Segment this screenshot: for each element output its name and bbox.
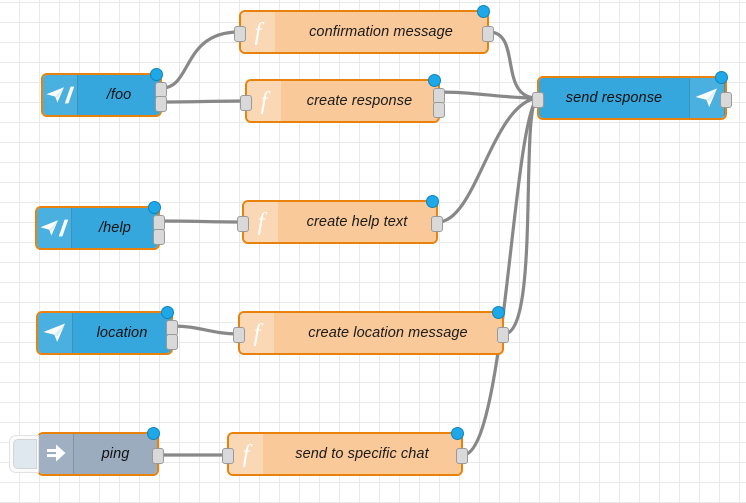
input-port[interactable] [240,95,252,111]
node-confirmation-message[interactable]: f confirmation message [234,5,494,54]
node-label: create response [306,93,413,109]
function-f-icon: f [244,202,278,242]
input-port[interactable] [532,92,544,108]
input-port[interactable] [222,448,234,464]
node-label: /help [99,220,131,236]
function-f-icon: f [240,313,274,353]
node-location-trigger[interactable]: location [36,306,178,355]
node-label: confirmation message [309,24,453,40]
status-dot [150,68,163,81]
node-label: send response [565,90,663,106]
telegram-command-icon [37,208,72,248]
output-port[interactable] [497,327,509,343]
telegram-plane-icon [38,313,73,353]
node-body: f send to specific chat [229,434,461,474]
node-create-help-text[interactable]: f create help text [237,195,443,244]
node-foo-command[interactable]: /foo [41,68,167,117]
wire-create-response-to-send[interactable] [438,90,539,100]
status-dot [426,195,439,208]
output-port[interactable] [153,229,165,246]
input-port[interactable] [234,26,246,42]
status-dot [148,201,161,214]
node-send-response[interactable]: send response [532,71,732,120]
status-dot [161,306,174,319]
node-body: location [38,313,171,353]
wire-confirmation-to-send-response[interactable] [487,30,539,100]
output-port[interactable] [720,92,732,108]
output-port[interactable] [482,26,494,42]
node-label: location [96,325,148,341]
svg-text:f: f [261,88,271,114]
node-body: f confirmation message [241,12,487,52]
output-port[interactable] [166,319,178,336]
inject-trigger-button[interactable] [13,439,37,469]
node-label: ping [101,446,130,462]
status-dot [451,427,464,440]
status-dot [477,5,490,18]
status-dot [492,306,505,319]
status-dot [428,74,441,87]
svg-text:f: f [255,19,265,45]
output-port[interactable] [431,216,443,232]
node-ping-inject[interactable]: ping [9,427,164,476]
node-create-location-message[interactable]: f create location message [233,306,509,355]
wire-foo-out1-to-confirmation[interactable] [160,30,241,90]
function-f-icon: f [241,12,275,52]
telegram-command-icon [43,75,78,115]
node-label: create location message [308,325,468,341]
output-port[interactable] [166,334,178,351]
function-f-icon: f [247,81,281,121]
output-port[interactable] [155,81,167,98]
node-label: create help text [306,214,408,230]
output-port[interactable] [155,96,167,113]
node-label: /foo [106,87,132,103]
node-help-command[interactable]: /help [35,201,165,250]
node-label: send to specific chat [295,446,429,462]
node-body: f create response [247,81,438,121]
wire-location-message-to-send[interactable] [502,96,539,336]
output-port[interactable] [433,102,445,119]
telegram-plane-icon [689,78,725,118]
svg-text:f: f [254,320,264,346]
wire-specific-chat-to-send[interactable] [461,96,539,457]
node-body: f create location message [240,313,502,353]
status-dot [147,427,160,440]
node-send-to-specific-chat[interactable]: f send to specific chat [222,427,468,476]
input-port[interactable] [237,216,249,232]
wire-foo-out2-to-create-response[interactable] [160,99,247,104]
svg-text:f: f [243,441,253,467]
node-body: f create help text [244,202,436,242]
node-body: /help [37,208,158,248]
node-create-response[interactable]: f create response [240,74,445,123]
inject-arrow-icon [39,434,74,474]
status-dot [715,71,728,84]
output-port[interactable] [152,448,164,464]
node-body: /foo [43,75,160,115]
node-body: send response [539,78,725,118]
function-f-icon: f [229,434,263,474]
output-port[interactable] [153,214,165,231]
node-body: ping [39,434,157,474]
wire-help-text-to-send-response[interactable] [436,96,539,224]
wire-location-to-location-message[interactable] [171,324,240,336]
input-port[interactable] [233,327,245,343]
svg-text:f: f [258,209,268,235]
wire-help-command-to-help-text[interactable] [158,219,244,224]
output-port[interactable] [433,87,445,104]
output-port[interactable] [456,448,468,464]
